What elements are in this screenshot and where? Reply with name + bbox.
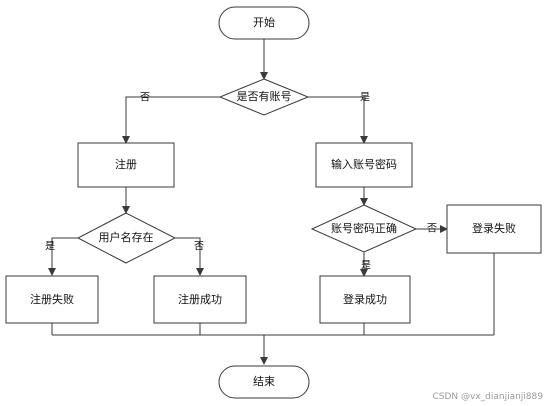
credentials-correct-label: 账号密码正确 [331,221,397,235]
edge-label-has-account-yes: 是 [360,92,370,104]
edge-label-username-exists-no: 否 [194,241,204,253]
register-box [77,142,175,188]
edge-has-account-yes [308,96,368,144]
edge-username-exists-yes [48,237,78,276]
start-terminal [218,6,310,40]
username-exists-label: 用户名存在 [99,230,154,244]
register-success-label: 注册成功 [178,292,222,306]
end-terminal [218,365,310,399]
edge-username-exists-no [175,237,204,276]
input-credentials-label: 输入账号密码 [331,157,397,171]
login-success-box [319,275,411,324]
has-account-decision [218,78,310,116]
credentials-correct-decision [310,204,418,253]
register-label: 注册 [115,157,137,171]
login-fail-label: 登录失败 [472,221,516,235]
edge-label-credentials-correct-yes: 是 [361,260,371,272]
login-fail-box [446,204,542,254]
has-account-label: 是否有账号 [237,89,292,103]
start-label: 开始 [253,15,275,29]
edge-label-username-exists-yes: 是 [45,241,55,253]
register-fail-label: 注册失败 [30,292,74,306]
edge-label-credentials-correct-no: 否 [427,223,437,235]
register-fail-box [5,275,99,324]
register-success-box [153,275,247,324]
watermark: CSDN @vx_dianjianji889 [432,392,543,402]
edge-has-account-no [122,96,220,144]
login-success-label: 登录成功 [343,292,387,306]
username-exists-decision [76,212,177,264]
input-credentials-box [315,142,413,188]
end-label: 结束 [253,375,275,388]
edge-label-has-account-no: 否 [140,92,150,104]
